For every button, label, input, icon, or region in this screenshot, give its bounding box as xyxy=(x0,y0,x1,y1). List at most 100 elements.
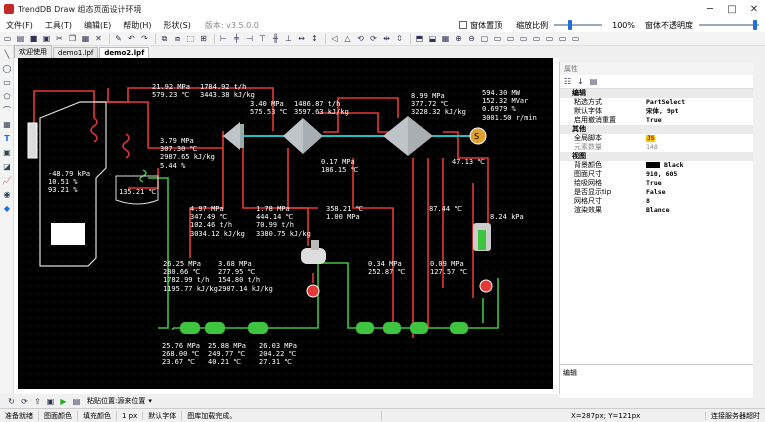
menu-edit[interactable]: 编辑(E) xyxy=(83,20,112,30)
paste-icon[interactable]: ▦ xyxy=(81,34,90,43)
run-icon[interactable]: ▶ xyxy=(60,396,67,406)
ungroup-icon[interactable]: ⧈ xyxy=(174,33,181,43)
run-icon[interactable]: ▭ xyxy=(571,34,580,43)
menu-shape[interactable]: 形状(S) xyxy=(163,20,191,30)
group-icon[interactable]: ⧉ xyxy=(161,33,168,43)
arc-tool-icon[interactable]: ⌒ xyxy=(3,105,11,115)
shape-library-icon[interactable]: ◆ xyxy=(3,203,11,213)
tab-welcome[interactable]: 欢迎使用 xyxy=(14,45,52,58)
refresh-icon[interactable]: ↻ xyxy=(8,396,15,406)
format-brush-icon[interactable]: ✎ xyxy=(115,34,122,43)
menu-tools[interactable]: 工具(T) xyxy=(44,20,72,30)
table-tool-icon[interactable]: ▦ xyxy=(3,119,11,129)
status-fill-color[interactable]: 填充颜色 xyxy=(78,410,117,421)
new-icon[interactable]: ▭ xyxy=(3,34,12,43)
chart-tool-icon[interactable]: ◪ xyxy=(3,161,11,171)
window-top-checkbox[interactable]: 窗体置顶 xyxy=(459,20,502,31)
categorized-icon[interactable]: ☷ xyxy=(563,77,572,86)
minimize-button[interactable]: ─ xyxy=(706,3,714,15)
gauge-tool-icon[interactable]: ◉ xyxy=(3,189,11,199)
layer-icon[interactable]: ▭ xyxy=(532,34,541,43)
tab-demo1[interactable]: demo1.lpf xyxy=(53,47,99,58)
grid-icon[interactable]: ▦ xyxy=(441,34,450,43)
maximize-button[interactable]: □ xyxy=(727,3,737,15)
status-message: 图库加载完成。 xyxy=(182,410,383,421)
zoom-out-icon[interactable]: ⊖ xyxy=(468,34,475,43)
zoom-in-icon[interactable]: ⊕ xyxy=(455,34,462,43)
line-tool-icon[interactable]: ╲ xyxy=(4,49,10,59)
data-icon[interactable]: ▭ xyxy=(558,34,567,43)
link-icon[interactable]: ⟳ xyxy=(21,396,28,406)
flip-vertical-icon[interactable]: △ xyxy=(344,34,351,43)
image-tool-icon[interactable]: ▣ xyxy=(3,147,11,157)
copy-icon[interactable]: ❐ xyxy=(68,34,77,43)
script-icon[interactable]: ▭ xyxy=(545,34,554,43)
align-right-icon[interactable]: ⊣ xyxy=(246,34,253,43)
save-all-icon[interactable]: ▣ xyxy=(42,34,51,43)
cut-icon[interactable]: ✂ xyxy=(56,34,63,43)
chevron-down-icon[interactable]: ▾ xyxy=(148,397,152,405)
align-left-icon[interactable]: ⊢ xyxy=(220,34,227,43)
trend-tool-icon[interactable]: 📈 xyxy=(2,175,12,185)
send-back-icon[interactable]: ⬓ xyxy=(428,34,437,43)
align-center-icon[interactable]: ╪ xyxy=(234,34,239,43)
rectangle-tool-icon[interactable]: ▭ xyxy=(3,77,11,87)
opacity-slider[interactable] xyxy=(699,20,759,30)
same-height-icon[interactable]: ↕ xyxy=(311,34,318,43)
space-horizontal-icon[interactable]: ⇹ xyxy=(383,34,390,43)
group-other[interactable]: 其他 xyxy=(560,125,753,134)
lock-icon[interactable]: ⊞ xyxy=(200,34,207,43)
prop-row[interactable]: 默认字体宋体, 9pt xyxy=(574,107,679,115)
status-page-color[interactable]: 图面颜色 xyxy=(39,410,78,421)
rotate-left-icon[interactable]: ⟲ xyxy=(357,34,364,43)
open-icon[interactable]: ▤ xyxy=(16,34,25,43)
export-icon[interactable]: ▭ xyxy=(506,34,515,43)
flip-horizontal-icon[interactable]: ◁ xyxy=(331,34,338,43)
undo-icon[interactable]: ↶ xyxy=(128,34,135,43)
save-icon[interactable]: ■ xyxy=(29,34,38,43)
same-width-icon[interactable]: ↔ xyxy=(298,34,305,43)
polygon-tool-icon[interactable]: ⬠ xyxy=(3,91,11,101)
align-middle-icon[interactable]: ╫ xyxy=(273,34,278,43)
panel-icon[interactable]: ▤ xyxy=(72,396,81,406)
space-vertical-icon[interactable]: ⇳ xyxy=(396,34,403,43)
align-top-icon[interactable]: ⊤ xyxy=(259,34,266,43)
ellipse-tool-icon[interactable]: ◯ xyxy=(2,63,12,73)
group-edit[interactable]: 编辑 xyxy=(560,89,753,98)
menu-file[interactable]: 文件(F) xyxy=(6,20,33,30)
group-view[interactable]: 视图 xyxy=(560,152,753,161)
save-icon[interactable]: ▣ xyxy=(46,396,55,406)
status-line-width[interactable]: 1 px xyxy=(117,411,144,420)
redo-icon[interactable]: ↷ xyxy=(141,34,148,43)
select-all-icon[interactable]: ⬚ xyxy=(186,34,195,43)
drum xyxy=(27,122,38,159)
align-bottom-icon[interactable]: ⊥ xyxy=(285,34,292,43)
status-default-font[interactable]: 默认字体 xyxy=(143,410,183,421)
import-icon[interactable]: ▭ xyxy=(519,34,528,43)
export-icon[interactable]: ⇪ xyxy=(34,396,41,406)
close-button[interactable]: ✕ xyxy=(749,3,759,15)
property-pages-icon[interactable]: ▤ xyxy=(589,77,598,86)
preview-icon[interactable]: ▢ xyxy=(480,34,489,43)
tab-demo2[interactable]: demo2.lpf xyxy=(99,47,150,58)
menu-help[interactable]: 帮助(H) xyxy=(123,20,152,30)
rotate-right-icon[interactable]: ⟳ xyxy=(370,34,377,43)
bring-front-icon[interactable]: ⬒ xyxy=(415,34,424,43)
text-tool-icon[interactable]: T xyxy=(4,133,10,143)
scale-slider[interactable] xyxy=(554,20,603,30)
drawing-canvas[interactable]: S 21.92 MPa 579.23 ℃ 1784.92 t/h 3443.38… xyxy=(18,58,553,389)
settings-icon[interactable]: ▭ xyxy=(493,34,502,43)
alphabetical-icon[interactable]: ↓ xyxy=(577,77,584,86)
delete-icon[interactable]: ✕ xyxy=(95,34,102,43)
paste-position-dropdown[interactable]: 粘贴位置:源来位置 xyxy=(87,397,146,405)
